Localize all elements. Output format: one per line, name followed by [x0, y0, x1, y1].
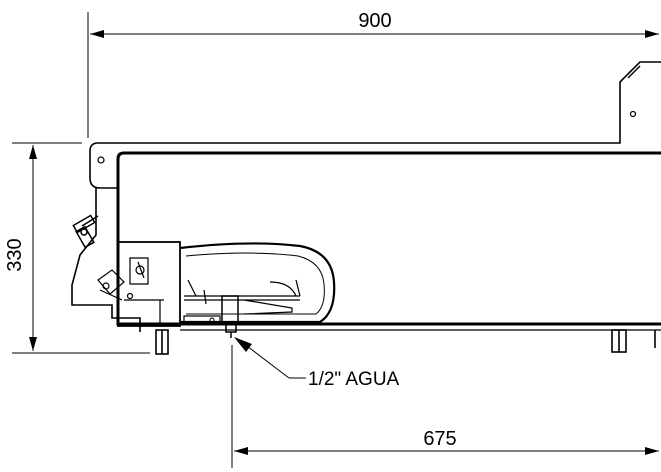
mount-hole-right: [629, 110, 637, 118]
dimension-label-width: 900: [358, 10, 391, 32]
leader-line: [242, 342, 290, 379]
pump-housing: [179, 242, 336, 324]
left-side-frame: [71, 188, 141, 332]
backsplash-corner: [627, 65, 641, 79]
callout-label-water: 1/2" AGUA: [308, 369, 400, 390]
bracket-plate: [183, 315, 221, 325]
control-knob-c: [126, 292, 134, 300]
dimension-overall-width: 900: [87, 10, 659, 138]
control-knob-b: [135, 265, 145, 275]
dimension-water-inlet-offset: 675: [231, 345, 659, 468]
foot-right: [611, 329, 627, 353]
control-box: [117, 241, 181, 327]
dimension-height: 330: [4, 142, 150, 354]
foot-left: [155, 329, 169, 355]
machine-body: [71, 61, 661, 355]
leader-arrowhead: [234, 337, 252, 352]
pump-housing-inner: [185, 252, 325, 315]
callout-water-inlet: 1/2" AGUA: [234, 337, 400, 390]
dimension-label-inlet: 675: [423, 428, 456, 450]
main-body-panel: [116, 151, 661, 326]
mount-hole-left: [97, 156, 105, 164]
bracket-bolt: [209, 317, 215, 323]
handwheel-icon: [72, 214, 99, 249]
dimension-label-height: 330: [4, 238, 26, 271]
backsplash-outline: [89, 61, 661, 189]
pipe-assembly: [184, 279, 301, 315]
control-box-details: [97, 257, 164, 326]
control-knob-a: [102, 282, 110, 290]
